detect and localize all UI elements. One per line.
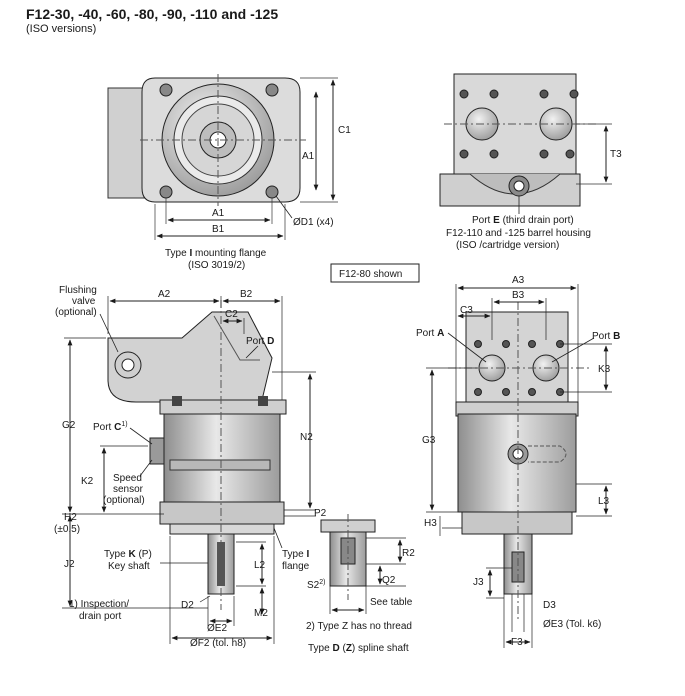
page-subtitle: (ISO versions) — [26, 23, 97, 35]
page-title: F12-30, -40, -60, -80, -90, -110 and -12… — [26, 6, 279, 22]
dim-d2: D2 — [181, 600, 194, 611]
pump-side-view — [107, 300, 287, 610]
spline-shaft-detail — [320, 514, 406, 614]
dim-l3: L3 — [598, 496, 610, 507]
type-i-label-2: flange — [282, 561, 310, 572]
flushing-valve-label-2: valve — [72, 296, 96, 307]
dim-d3: D3 — [543, 600, 556, 611]
port-a-label: Port A — [416, 328, 444, 339]
dim-a3: A3 — [512, 275, 525, 286]
dim-h3: H3 — [424, 518, 437, 529]
front-view-dimensions — [426, 284, 612, 648]
bolt-hole-tr — [265, 83, 279, 97]
type-z-note: 2) Type Z has no thread — [306, 621, 412, 632]
type-d-spline-label: Type D (Z) spline shaft — [308, 643, 409, 654]
shown-box — [330, 263, 420, 283]
port-b-label: Port B — [592, 331, 620, 342]
pump-barrel — [163, 399, 281, 503]
dim-k3: K3 — [598, 364, 611, 375]
dim-j2: J2 — [64, 559, 75, 570]
pump-front-view — [448, 302, 590, 620]
dim-m2: M2 — [254, 608, 268, 619]
dim-d1: ØD1 (x4) — [293, 217, 334, 228]
port-e-caption-2: F12-110 and -125 barrel housing — [446, 228, 591, 239]
port-e-caption-1: Port E (third drain port) — [472, 215, 574, 226]
inspection-note-1: 1) Inspection/ — [69, 599, 129, 610]
speed-sensor — [149, 437, 165, 465]
inspection-note-2: drain port — [79, 611, 121, 622]
screw-left — [172, 396, 182, 406]
bolt-hole-bl — [159, 185, 173, 199]
dim-h2: H2 — [64, 512, 77, 523]
flushing-valve-label-3: (optional) — [55, 307, 97, 318]
dim-a2: A2 — [158, 289, 171, 300]
type-k-label: Type K (P) — [104, 549, 152, 560]
pump-head — [107, 311, 273, 421]
front-flange — [461, 511, 573, 535]
bolt-hole-tl — [159, 83, 173, 97]
dim-j3: J3 — [473, 577, 484, 588]
mounting-flange-view — [107, 74, 338, 240]
mounting-flange-caption-1: Type I mounting flange — [165, 248, 267, 259]
key-shaft-label: Key shaft — [108, 561, 150, 572]
dim-q2: Q2 — [382, 575, 396, 586]
dim-a1-bottom: A1 — [212, 208, 225, 219]
dim-e3: ØE3 (Tol. k6) — [543, 619, 601, 630]
dim-n2: N2 — [300, 432, 313, 443]
dim-p2: P2 — [314, 508, 327, 519]
speed-sensor-label-2: sensor — [113, 484, 144, 495]
type-i-label-1: Type I — [282, 549, 309, 560]
dim-b2: B2 — [240, 289, 253, 300]
flushing-valve-label-1: Flushing — [59, 285, 97, 296]
see-table-label: See table — [370, 597, 413, 608]
dim-s2: S22) — [307, 579, 325, 591]
speed-sensor-label-3: (optional) — [103, 495, 145, 506]
dim-c3: C3 — [460, 305, 473, 316]
dim-c1: C1 — [338, 125, 351, 136]
dim-t3: T3 — [610, 149, 622, 160]
barrel-housing-view — [439, 73, 612, 214]
dim-f3: F3 — [511, 637, 523, 648]
dim-h2-tol: (±0,5) — [54, 524, 80, 535]
dim-e2: ØE2 — [207, 623, 227, 634]
dim-a1-side: A1 — [302, 151, 315, 162]
speed-sensor-label-1: Speed — [113, 473, 142, 484]
port-d-label: Port D — [246, 336, 274, 347]
pump-flange — [159, 501, 285, 525]
dim-c2: C2 — [225, 309, 238, 320]
dim-f2: ØF2 (tol. h8) — [190, 638, 246, 649]
port-c-label: Port C1) — [93, 421, 128, 433]
dim-r2: R2 — [402, 548, 415, 559]
screw-right — [258, 396, 268, 406]
port-e-caption-3: (ISO /cartridge version) — [456, 240, 559, 251]
mounting-flange-caption-2: (ISO 3019/2) — [188, 260, 245, 271]
shown-box-label: F12-80 shown — [339, 269, 402, 280]
dim-b3: B3 — [512, 290, 525, 301]
dim-k2: K2 — [81, 476, 94, 487]
dim-b1: B1 — [212, 224, 225, 235]
dim-g2: G2 — [62, 420, 76, 431]
side-view-dimensions — [62, 296, 316, 644]
dim-l2: L2 — [254, 560, 266, 571]
dim-g3: G3 — [422, 435, 436, 446]
